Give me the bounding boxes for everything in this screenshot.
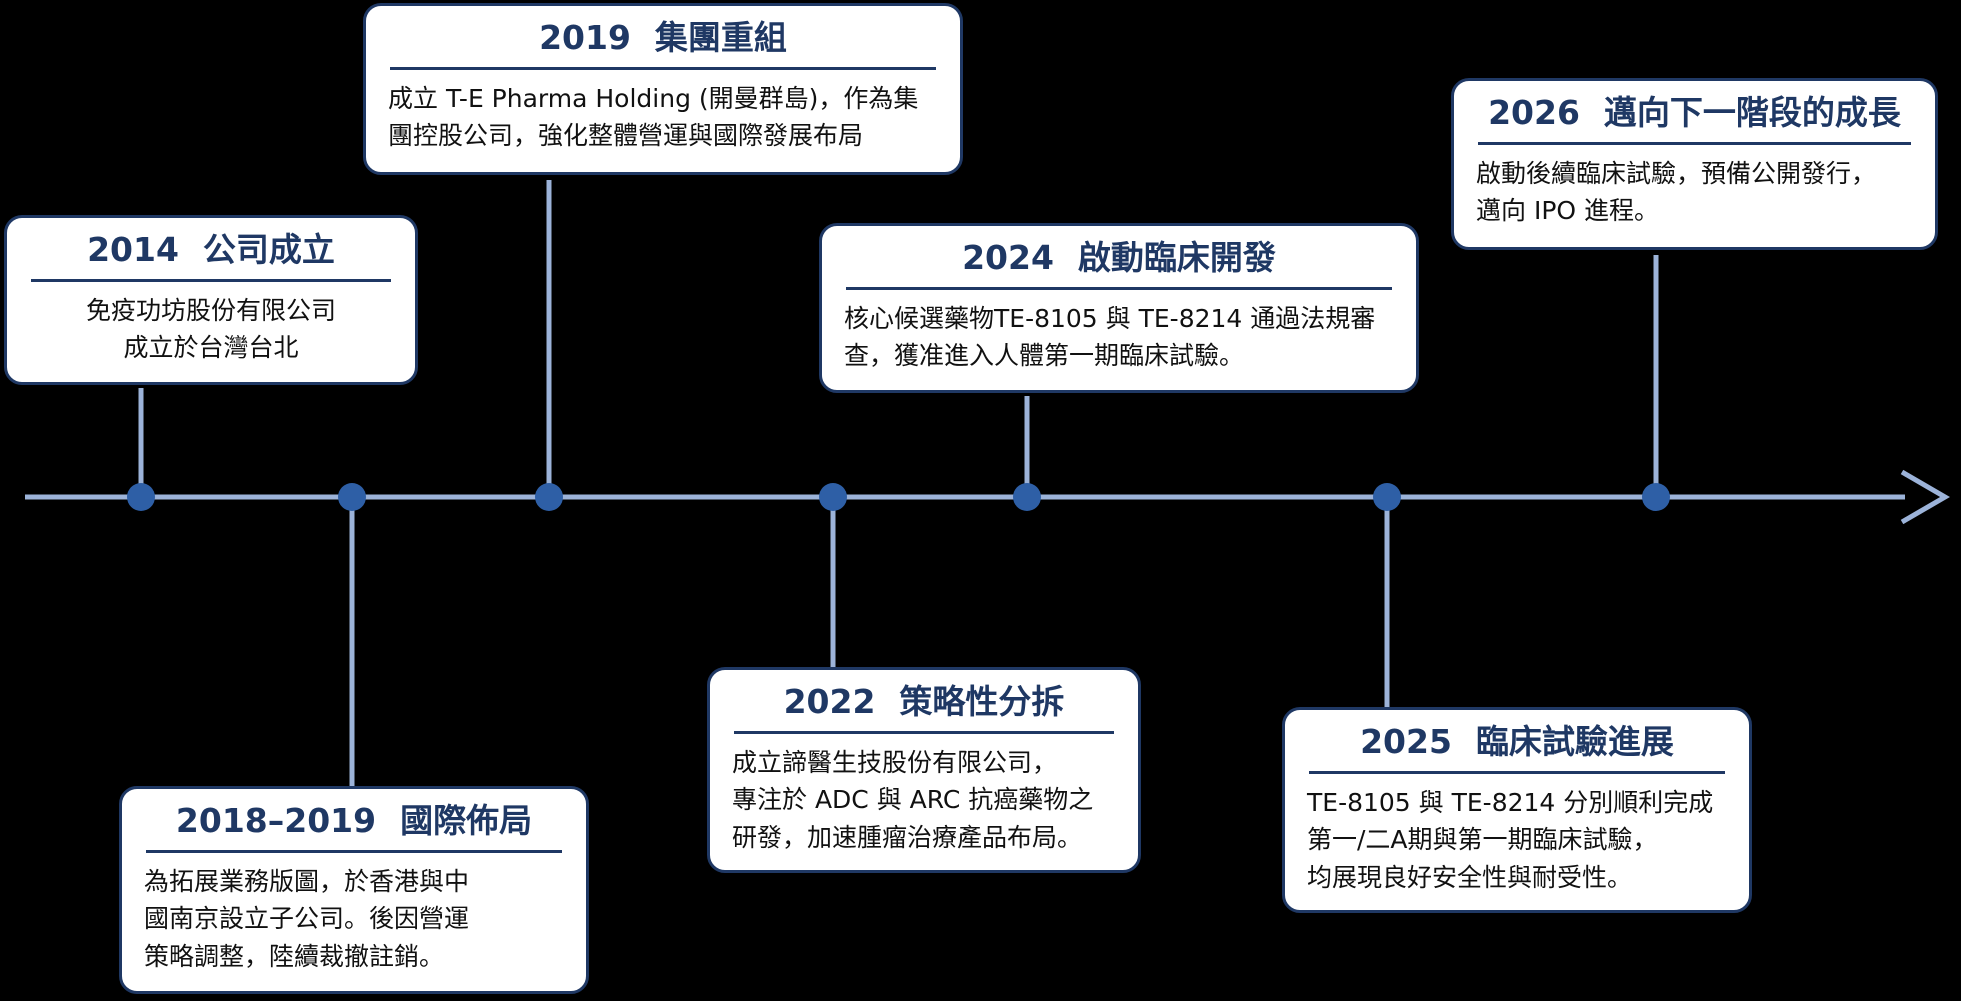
- timeline-node-2025: [1373, 483, 1401, 511]
- event-card-2024: 2024 啟動臨床開發 核心候選藥物TE-8105 與 TE-8214 通過法規審…: [819, 223, 1419, 393]
- timeline-node-2026: [1642, 483, 1670, 511]
- event-year: 2025: [1360, 722, 1452, 761]
- event-title-text: 公司成立: [202, 230, 335, 269]
- timeline-node-2019: [535, 483, 563, 511]
- event-title: 2014 公司成立: [29, 228, 393, 273]
- event-title: 2024 啟動臨床開發: [844, 236, 1394, 281]
- event-body: 成立 T-E Pharma Holding (開曼群島)，作為集 團控股公司，強…: [388, 83, 919, 151]
- event-card-2014: 2014 公司成立 免疫功坊股份有限公司 成立於台灣台北: [4, 215, 418, 385]
- event-title-text: 策略性分拆: [899, 682, 1065, 721]
- timeline-node-2014: [127, 483, 155, 511]
- timeline-node-2018-2019: [338, 483, 366, 511]
- event-body: 為拓展業務版圖，於香港與中 國南京設立子公司。後因營運 策略調整，陸續裁撤註銷。: [144, 866, 470, 971]
- event-title-text: 國際佈局: [400, 801, 533, 840]
- event-title: 2026 邁向下一階段的成長: [1476, 91, 1913, 136]
- event-body: 免疫功坊股份有限公司 成立於台灣台北: [85, 295, 336, 363]
- event-card-2018-2019: 2018–2019 國際佈局 為拓展業務版圖，於香港與中 國南京設立子公司。後因營…: [119, 786, 589, 994]
- title-divider: [846, 286, 1392, 290]
- event-title: 2025 臨床試驗進展: [1307, 720, 1727, 765]
- event-title-text: 臨床試驗進展: [1475, 722, 1674, 761]
- event-title-text: 啟動臨床開發: [1077, 238, 1276, 277]
- title-divider: [31, 278, 391, 282]
- event-body: 啟動後續臨床試驗，預備公開發行， 邁向 IPO 進程。: [1476, 158, 1877, 226]
- event-year: 2014: [87, 230, 179, 269]
- event-year: 2022: [783, 682, 876, 721]
- event-title: 2019 集團重組: [388, 16, 938, 61]
- event-card-2025: 2025 臨床試驗進展 TE-8105 與 TE-8214 分別順利完成 第一/二…: [1282, 707, 1752, 914]
- event-card-2022: 2022 策略性分拆 成立諦醫生技股份有限公司， 專注於 ADC 與 ARC 抗癌…: [707, 667, 1141, 874]
- event-body: 成立諦醫生技股份有限公司， 專注於 ADC 與 ARC 抗癌藥物之 研發，加速腫…: [732, 747, 1094, 852]
- event-card-2019: 2019 集團重組 成立 T-E Pharma Holding (開曼群島)，作為…: [363, 3, 963, 175]
- event-year: 2026: [1488, 93, 1580, 132]
- title-divider: [1309, 770, 1725, 774]
- right-arrow-icon: [1900, 469, 1950, 525]
- event-card-2026: 2026 邁向下一階段的成長 啟動後續臨床試驗，預備公開發行， 邁向 IPO 進程…: [1451, 78, 1938, 250]
- event-title: 2018–2019 國際佈局: [144, 799, 564, 844]
- title-divider: [1478, 141, 1911, 145]
- timeline-node-2022: [819, 483, 847, 511]
- title-divider: [390, 66, 936, 70]
- event-year: 2019: [539, 18, 631, 57]
- timeline-node-2024: [1013, 483, 1041, 511]
- title-divider: [146, 849, 562, 853]
- event-year: 2024: [962, 238, 1054, 277]
- event-title-text: 邁向下一階段的成長: [1603, 93, 1901, 132]
- event-body: 核心候選藥物TE-8105 與 TE-8214 通過法規審 查，獲准進入人體第一…: [844, 303, 1376, 371]
- event-title-text: 集團重組: [654, 18, 787, 57]
- event-year: 2018–2019: [175, 801, 377, 840]
- title-divider: [734, 730, 1114, 734]
- event-body: TE-8105 與 TE-8214 分別順利完成 第一/二A期與第一期臨床試驗，…: [1307, 787, 1714, 892]
- event-title: 2022 策略性分拆: [732, 680, 1116, 725]
